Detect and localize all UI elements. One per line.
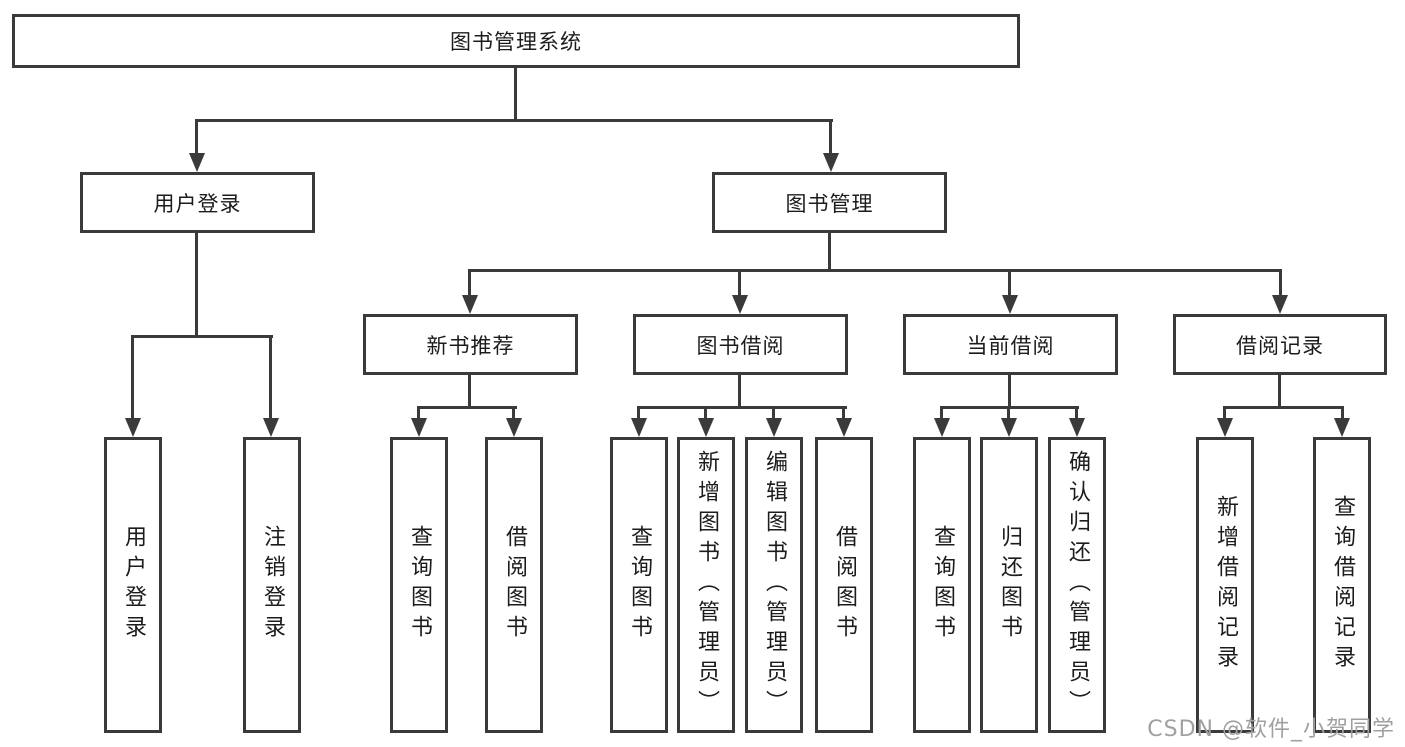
connector-line <box>131 335 273 338</box>
leaf-query-books-3-label: 查询图书 <box>930 525 955 645</box>
node-user-login-label: 用户登录 <box>153 191 242 216</box>
arrow-down-icon <box>411 418 427 437</box>
arrow-down-icon <box>836 418 852 437</box>
connector-line <box>772 406 775 420</box>
arrow-down-icon <box>1272 295 1288 314</box>
leaf-query-borrow-record: 查询借阅记录 <box>1313 437 1371 733</box>
arrow-down-icon <box>1002 295 1018 314</box>
connector-line <box>269 335 272 418</box>
arrow-down-icon <box>698 418 714 437</box>
leaf-return-books: 归还图书 <box>980 437 1038 733</box>
connector-line <box>842 406 845 420</box>
leaf-return-books-label: 归还图书 <box>997 525 1022 645</box>
leaf-query-books-2-label: 查询图书 <box>627 525 652 645</box>
leaf-edit-books-admin: 编辑图书（管理员） <box>745 437 803 733</box>
node-borrowing-records: 借阅记录 <box>1173 314 1387 375</box>
leaf-query-books-1-label: 查询图书 <box>407 525 432 645</box>
connector-line <box>738 375 741 408</box>
leaf-user-login: 用户登录 <box>104 437 162 733</box>
arrow-down-icon <box>732 295 748 314</box>
connector-line <box>468 269 471 296</box>
leaf-add-borrow-record: 新增借阅记录 <box>1196 437 1254 733</box>
node-book-management-label: 图书管理 <box>785 191 874 216</box>
connector-line <box>468 269 1282 272</box>
leaf-add-borrow-record-label: 新增借阅记录 <box>1213 495 1238 675</box>
node-root: 图书管理系统 <box>12 14 1020 68</box>
arrow-down-icon <box>823 153 839 172</box>
connector-line <box>637 406 847 409</box>
leaf-borrow-books-2-label: 借阅图书 <box>832 525 857 645</box>
connector-line <box>829 119 832 156</box>
leaf-logout-label: 注销登录 <box>260 525 285 645</box>
connector-line <box>195 119 198 156</box>
connector-line <box>1008 269 1011 296</box>
arrow-down-icon <box>631 418 647 437</box>
connector-line <box>1223 406 1226 420</box>
connector-line <box>468 375 471 408</box>
connector-line <box>940 406 943 420</box>
leaf-logout: 注销登录 <box>243 437 301 733</box>
leaf-borrow-books-1: 借阅图书 <box>485 437 543 733</box>
node-borrowing-records-label: 借阅记录 <box>1236 333 1324 358</box>
leaf-borrow-books-1-label: 借阅图书 <box>502 525 527 645</box>
node-book-borrowing-label: 图书借阅 <box>696 333 785 358</box>
leaf-borrow-books-2: 借阅图书 <box>815 437 873 733</box>
arrow-down-icon <box>934 418 950 437</box>
node-new-book-recommendation: 新书推荐 <box>363 314 578 375</box>
leaf-confirm-return-admin-label: 确认归还（管理员） <box>1065 450 1090 720</box>
connector-line <box>1008 375 1011 408</box>
connector-line <box>512 406 515 420</box>
arrow-down-icon <box>1001 418 1017 437</box>
connector-line <box>637 406 640 420</box>
leaf-add-books-admin: 新增图书（管理员） <box>677 437 735 733</box>
arrow-down-icon <box>189 153 205 172</box>
connector-line <box>1075 406 1078 420</box>
leaf-query-books-1: 查询图书 <box>390 437 448 733</box>
connector-line <box>195 233 198 337</box>
arrow-down-icon <box>1217 418 1233 437</box>
connector-line <box>1278 375 1281 408</box>
connector-line <box>196 119 833 122</box>
connector-line <box>738 269 741 296</box>
connector-line <box>417 406 517 409</box>
leaf-add-books-admin-label: 新增图书（管理员） <box>694 450 719 720</box>
leaf-query-books-3: 查询图书 <box>913 437 971 733</box>
connector-line <box>417 406 420 420</box>
arrow-down-icon <box>462 295 478 314</box>
arrow-down-icon <box>506 418 522 437</box>
node-root-label: 图书管理系统 <box>450 30 582 54</box>
connector-line <box>131 335 134 418</box>
leaf-query-borrow-record-label: 查询借阅记录 <box>1330 495 1355 675</box>
node-current-borrowing: 当前借阅 <box>903 314 1118 375</box>
connector-line <box>704 406 707 420</box>
leaf-edit-books-admin-label: 编辑图书（管理员） <box>762 450 787 720</box>
connector-line <box>828 233 831 271</box>
connector-line <box>1223 406 1344 409</box>
arrow-down-icon <box>1069 418 1085 437</box>
node-user-login: 用户登录 <box>80 172 315 233</box>
arrow-down-icon <box>766 418 782 437</box>
leaf-user-login-label: 用户登录 <box>121 525 146 645</box>
connector-line <box>514 68 517 121</box>
node-new-book-recommendation-label: 新书推荐 <box>426 333 515 358</box>
connector-line <box>1007 406 1010 420</box>
csdn-watermark: CSDN @软件_小贺同学 <box>1147 717 1395 742</box>
node-book-borrowing: 图书借阅 <box>633 314 848 375</box>
arrow-down-icon <box>125 418 141 437</box>
node-current-borrowing-label: 当前借阅 <box>966 333 1055 358</box>
connector-line <box>1279 269 1282 296</box>
arrow-down-icon <box>1334 418 1350 437</box>
connector-line <box>1341 406 1344 420</box>
leaf-query-books-2: 查询图书 <box>610 437 668 733</box>
arrow-down-icon <box>263 418 279 437</box>
node-book-management: 图书管理 <box>712 172 947 233</box>
leaf-confirm-return-admin: 确认归还（管理员） <box>1048 437 1106 733</box>
